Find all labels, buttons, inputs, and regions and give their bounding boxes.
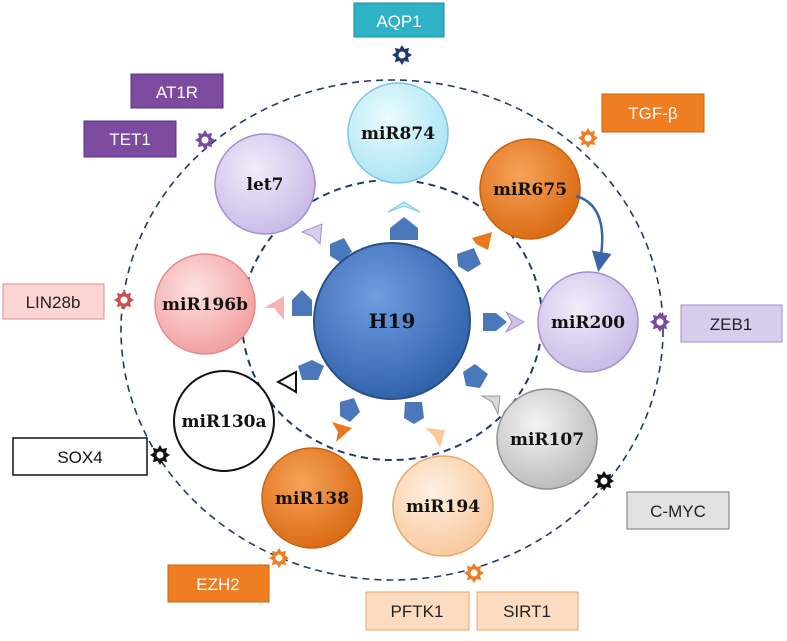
target-pftk1[interactable]: PFTK1 [365,591,470,631]
arrow-blue-leftlow [298,360,324,380]
label-mir196b: miR196b [162,295,248,315]
label-tet1: TET1 [109,130,151,149]
chevron-mir107 [480,395,501,416]
target-sirt1[interactable]: SIRT1 [476,591,579,631]
label-at1r: AT1R [156,83,198,102]
gear-icon-tgfb [578,128,598,148]
chevron-mir200 [504,310,526,334]
connector-icons [114,45,670,583]
target-zeb1[interactable]: ZEB1 [680,304,783,343]
label-sirt1: SIRT1 [503,602,551,621]
hub-node[interactable] [313,242,471,400]
target-lin28b[interactable]: LIN28b [2,283,105,320]
gear-icon-zeb1 [650,312,670,332]
node-mir107[interactable] [496,388,598,490]
arrow-blue-bottomleft [340,398,360,422]
gear-icon-cmyc [594,471,614,491]
arrow-blue-topright [457,248,481,272]
node-let7[interactable] [214,133,316,235]
label-tgfb: TGF-β [628,104,678,123]
chevron-mir138 [332,422,352,442]
target-cmyc[interactable]: C-MYC [626,491,730,530]
gear-icon-ezh2 [269,548,289,568]
target-aqp1[interactable]: AQP1 [353,2,445,38]
node-mir130a[interactable] [173,370,275,472]
label-mir200: miR200 [551,313,625,333]
gear-icon-sox4 [150,445,170,465]
label-mir130a: miR130a [181,412,266,432]
chevron-let7 [300,223,323,246]
gear-icon-lin28b [114,290,134,310]
target-at1r[interactable]: AT1R [130,73,224,109]
arrow-blue-bottom [404,402,424,424]
chevron-mir196b [264,296,284,320]
label-mir107: miR107 [510,430,584,450]
label-let7: let7 [247,175,284,195]
target-tet1[interactable]: TET1 [83,120,177,158]
label-ezh2: EZH2 [196,575,239,594]
node-mir874[interactable] [347,82,449,184]
node-mir196b[interactable] [154,253,256,355]
arrow-blue-bottomright [463,364,488,388]
label-lin28b: LIN28b [26,293,81,312]
label-mir675: miR675 [493,180,567,200]
chevron-mir194 [425,428,445,448]
chevron-mir874 [387,201,421,213]
arrow-blue-right [483,313,507,331]
arrow-blue-topleft [330,238,352,262]
label-aqp1: AQP1 [376,12,421,31]
gear-icon-aqp1 [392,45,412,65]
arrow-blue-left [292,290,312,316]
node-mir194[interactable] [392,455,494,557]
label-mir194: miR194 [406,497,480,517]
arrow-blue-top [390,217,418,240]
node-mir200[interactable] [537,271,639,373]
target-ezh2[interactable]: EZH2 [167,564,270,603]
label-mir138: miR138 [275,489,349,509]
target-tgfb[interactable]: TGF-β [601,93,705,133]
chevron-mir130a [275,370,297,394]
label-zeb1: ZEB1 [710,315,753,334]
hub-label: H19 [369,309,416,333]
gear-icon-mir194 [464,563,484,583]
inner-arrows [264,201,526,448]
node-mir138[interactable] [261,447,363,549]
target-sox4[interactable]: SOX4 [12,437,148,476]
label-cmyc: C-MYC [650,502,706,521]
gear-icon-tet1 [195,130,215,150]
label-mir874: miR874 [361,124,435,144]
label-pftk1: PFTK1 [391,602,444,621]
outer-dashed-ring [120,79,664,581]
chevron-mir675 [472,232,492,250]
arrow-mir675-to-mir200 [575,194,612,272]
label-sox4: SOX4 [57,448,102,467]
node-mir675[interactable] [479,138,581,240]
